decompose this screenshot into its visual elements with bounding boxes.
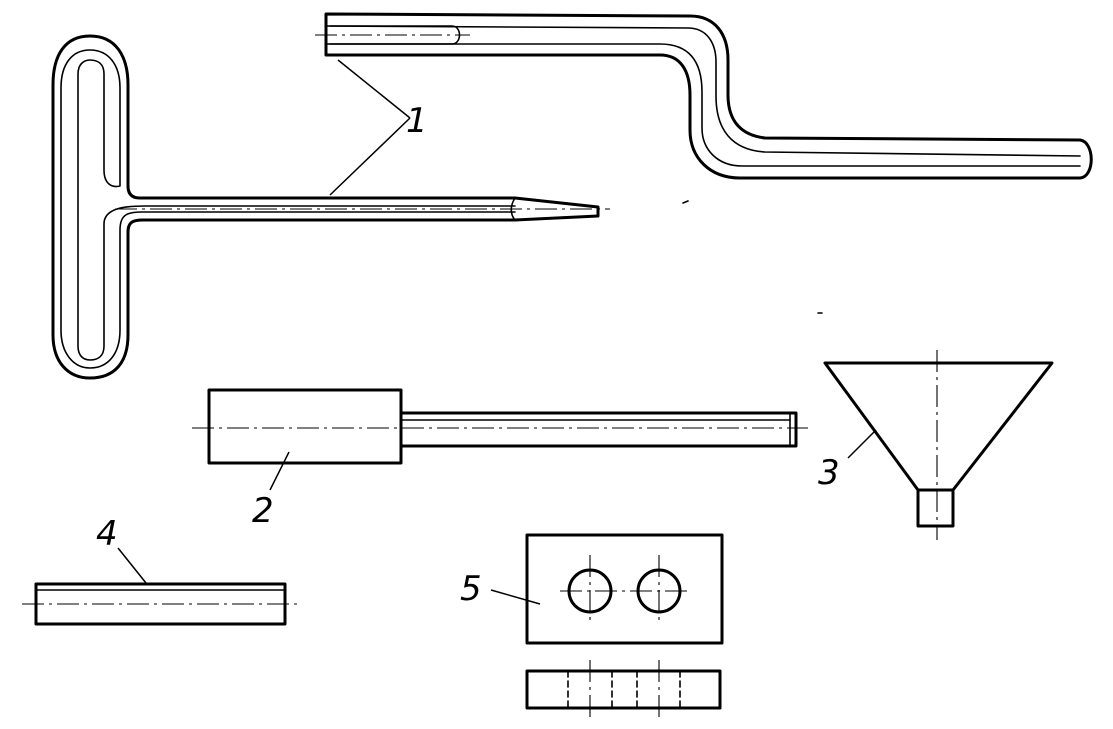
label-4: 4 <box>96 514 118 554</box>
label-1-leaders <box>329 59 411 196</box>
plate-two-holes <box>490 533 724 645</box>
funnel <box>823 350 1054 540</box>
label-2: 2 <box>252 491 274 531</box>
label-5: 5 <box>460 569 482 609</box>
cranked-rod-tool <box>315 12 1093 180</box>
flat-bar <box>22 547 298 626</box>
stepped-mandrel <box>192 388 808 491</box>
t-handle-tool <box>51 34 610 380</box>
label-1: 1 <box>406 101 428 141</box>
scan-specks <box>682 200 823 314</box>
plate-side-view <box>525 660 722 718</box>
label-3: 3 <box>818 453 840 493</box>
